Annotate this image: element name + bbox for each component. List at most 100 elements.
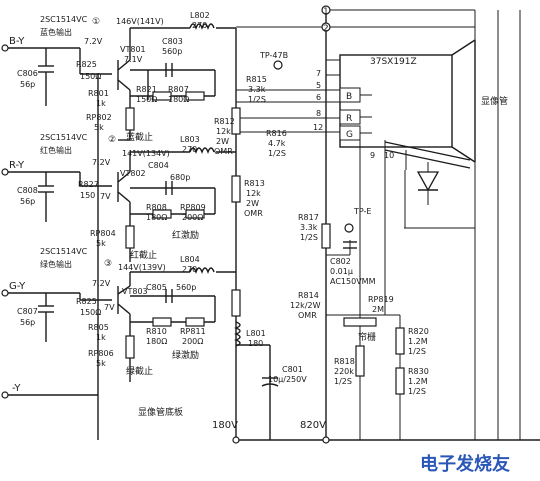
r830-name: R830 bbox=[408, 367, 429, 376]
red-pot-d-v: 200Ω bbox=[182, 213, 203, 222]
wires bbox=[5, 9, 540, 441]
blue-r-base: R825 bbox=[76, 60, 97, 69]
blue-rl-v2: 2W bbox=[216, 137, 229, 146]
blue-tr-name: VT801 bbox=[120, 45, 146, 54]
green-vb: 7.2V bbox=[92, 279, 111, 288]
red-cutoff: 红截止 bbox=[130, 249, 157, 261]
r820-name: R820 bbox=[408, 327, 429, 336]
blue-pot: RP802 bbox=[86, 113, 112, 122]
red-c-in-v: 56p bbox=[20, 197, 35, 206]
r818-name: R818 bbox=[334, 357, 355, 366]
red-r-p1: R808 bbox=[146, 203, 167, 212]
green-drive: 绿激励 bbox=[172, 349, 199, 361]
blue-rl: R812 bbox=[214, 117, 235, 126]
transistor-vt803 bbox=[117, 285, 131, 315]
rail-g-y: G-Y bbox=[9, 281, 26, 292]
blue-r-e1: R801 bbox=[88, 89, 109, 98]
rail-b-y: B-Y bbox=[9, 36, 25, 47]
green-r-p1-v: 180Ω bbox=[146, 337, 167, 346]
inductor-l801 bbox=[234, 321, 241, 347]
blue-rl-v3: OMR bbox=[214, 147, 233, 156]
red-transistor-type: 2SC1514VC bbox=[40, 133, 88, 142]
red-step: ② bbox=[108, 135, 116, 145]
r820-v2: 1/2S bbox=[408, 347, 426, 356]
blue-rl-v1: 12k bbox=[216, 127, 231, 136]
green-c-p: C805 bbox=[146, 283, 167, 292]
crt-pin-9: 9 bbox=[370, 151, 375, 160]
green-r-base-v: 150Ω bbox=[80, 308, 101, 317]
blue-l: L802 bbox=[190, 11, 210, 20]
blue-c-p: C803 bbox=[162, 37, 183, 46]
red-pot-d: RP809 bbox=[180, 203, 206, 212]
red-vb: 7.2V bbox=[92, 158, 111, 167]
r817-v1: 3.3k bbox=[300, 223, 318, 232]
green-transistor-type: 2SC1514VC bbox=[40, 247, 88, 256]
components bbox=[1, 5, 405, 444]
rail-r-y: R-Y bbox=[9, 160, 25, 171]
r817-name: R817 bbox=[298, 213, 319, 222]
r818-v2: 1/2S bbox=[334, 377, 352, 386]
red-l-v: 270 bbox=[182, 145, 197, 154]
red-rl-v3: OMR bbox=[244, 209, 263, 218]
watermark-logo: 电子发烧友 bbox=[420, 453, 510, 475]
c802-v1: 0.01μ bbox=[330, 267, 353, 276]
crt-gun-b: B bbox=[346, 92, 352, 102]
green-tr-name: VT803 bbox=[122, 287, 148, 296]
red-c-p-v: 680p bbox=[170, 173, 190, 182]
c801-name: C801 bbox=[282, 365, 303, 374]
blue-r-base-v: 150Ω bbox=[80, 72, 101, 81]
blue-ve: 7.1V bbox=[124, 55, 143, 64]
red-vc: 141V(134V) bbox=[122, 149, 170, 158]
screen-label: 帘栅 bbox=[358, 331, 376, 343]
green-pot-d-v: 200Ω bbox=[182, 337, 203, 346]
rail-neg-y: -Y bbox=[12, 383, 21, 394]
red-ve: 7V bbox=[100, 192, 111, 201]
green-l: L804 bbox=[180, 255, 200, 264]
red-r-p1-v: 180Ω bbox=[146, 213, 167, 222]
inductor-l804 bbox=[189, 267, 215, 274]
r818-v1: 220k bbox=[334, 367, 354, 376]
green-r-e1-v: 1k bbox=[96, 333, 106, 342]
capacitor-c806 bbox=[38, 65, 54, 94]
l801-v: 180 bbox=[248, 339, 263, 348]
r817-v2: 1/2S bbox=[300, 233, 318, 242]
crt-tube bbox=[339, 39, 476, 205]
inductor-l802 bbox=[189, 23, 215, 30]
red-drive: 红激励 bbox=[172, 229, 199, 241]
r815-v2: 1/2S bbox=[248, 95, 266, 104]
blue-l-v: 270 bbox=[192, 21, 207, 30]
blue-r-p: R807 bbox=[168, 85, 189, 94]
r830-v1: 1.2M bbox=[408, 377, 428, 386]
crt-pin-6: 6 bbox=[316, 93, 321, 102]
red-r-base: R827 bbox=[78, 180, 99, 189]
tp47b-label: TP-47B bbox=[259, 51, 288, 60]
c802-name: C802 bbox=[330, 257, 351, 266]
node-2: 2 bbox=[323, 24, 329, 34]
red-tr-name: VT802 bbox=[120, 169, 146, 178]
green-l-v: 270 bbox=[182, 265, 197, 274]
crt-pin-8: 8 bbox=[316, 109, 321, 118]
green-pot-v: 5k bbox=[96, 359, 106, 368]
red-rl: R813 bbox=[244, 179, 265, 188]
rail-820v: 820V bbox=[300, 420, 326, 431]
crt-pin-10: 10 bbox=[384, 151, 394, 160]
crt-pin-12: 12 bbox=[313, 123, 323, 132]
green-step: ③ bbox=[104, 259, 112, 269]
blue-r-e2: R821 bbox=[136, 85, 157, 94]
board-label: 显像管底板 bbox=[138, 406, 183, 418]
r816-name: R816 bbox=[266, 129, 287, 138]
red-pot: RP804 bbox=[90, 229, 116, 238]
l801-name: L801 bbox=[246, 329, 266, 338]
blue-vb: 7.2V bbox=[84, 37, 103, 46]
capacitor-c808 bbox=[38, 185, 54, 210]
c801-v: 10μ/250V bbox=[268, 375, 307, 384]
green-pot: RP806 bbox=[88, 349, 114, 358]
green-rl-v1: 12k/2W bbox=[290, 301, 321, 310]
green-vc: 144V(139V) bbox=[118, 263, 166, 272]
blue-c-in: C806 bbox=[17, 69, 38, 78]
green-cutoff: 绿截止 bbox=[126, 365, 153, 377]
crt-pin-5: 5 bbox=[316, 81, 321, 90]
r830-v2: 1/2S bbox=[408, 387, 426, 396]
c802-v2: AC150VMM bbox=[330, 277, 376, 286]
